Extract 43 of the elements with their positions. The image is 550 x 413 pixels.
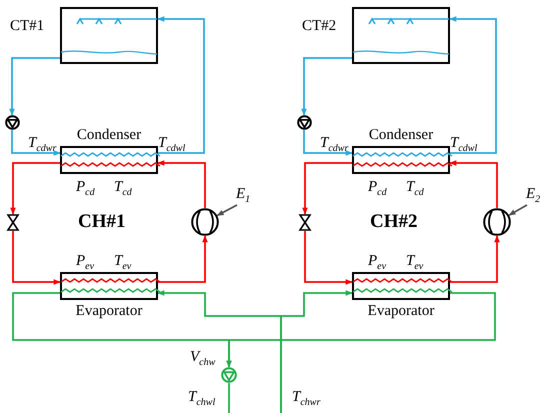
variable-label: P$_{ev}$ <box>76 254 94 272</box>
pipe-arrow <box>449 16 497 154</box>
pipe-arrow <box>450 235 500 283</box>
variable-label: T$_{ev}$ <box>406 254 424 272</box>
exchanger-label: Condenser <box>76 128 142 143</box>
pipe-arrow <box>12 231 61 285</box>
variable-label: P$_{cd}$ <box>368 180 387 198</box>
variable-label: P$_{ev}$ <box>368 254 386 272</box>
variable-label: P$_{cd}$ <box>76 180 95 198</box>
pipe-arrow <box>9 57 60 116</box>
component-label: E$_{1}$ <box>236 187 250 205</box>
variable-label: T$_{cdwr}$ <box>28 136 56 154</box>
variable-label: T$_{ev}$ <box>114 254 132 272</box>
variable-label: V$_{chw}$ <box>190 350 216 368</box>
pipe-arrow <box>449 160 498 208</box>
variable-label: T$_{cd}$ <box>406 180 424 198</box>
tower-label: CT#1 <box>10 19 44 34</box>
pipe-arrow <box>301 57 352 116</box>
pipe-arrow <box>10 162 60 215</box>
pipe-arrow <box>157 160 206 208</box>
pipe-arrow <box>280 290 353 413</box>
unit-label: CH#2 <box>370 212 418 231</box>
component-label: E$_{2}$ <box>526 187 540 205</box>
pipe-arrow <box>304 231 353 285</box>
pipe-arrow <box>158 235 208 283</box>
exchanger-label: Evaporator <box>366 304 436 319</box>
pipe-arrow <box>303 130 353 156</box>
pipe-arrow <box>11 130 61 156</box>
variable-label: T$_{chwl}$ <box>188 390 216 408</box>
variable-label: T$_{cdwl}$ <box>158 136 186 154</box>
tower-label: CT#2 <box>302 19 336 34</box>
pipe-arrow <box>226 292 496 368</box>
variable-label: T$_{chwr}$ <box>292 390 320 408</box>
exchanger-label: Condenser <box>368 128 434 143</box>
pipe-arrow <box>302 162 352 215</box>
unit-label: CH#1 <box>78 212 126 231</box>
variable-label: T$_{cdwl}$ <box>450 136 478 154</box>
pipe-arrow <box>157 16 205 154</box>
variable-label: T$_{cd}$ <box>114 180 132 198</box>
variable-label: T$_{cdwr}$ <box>320 136 348 154</box>
leader-line <box>508 204 528 216</box>
exchanger-label: Evaporator <box>74 304 144 319</box>
leader-line <box>216 204 238 216</box>
